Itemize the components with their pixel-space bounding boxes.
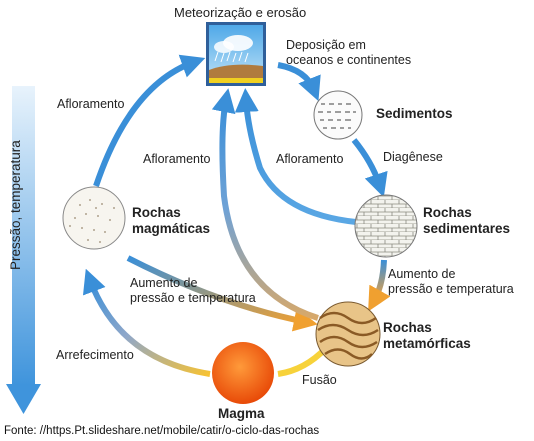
- rochas-sedimentares-image: [354, 194, 418, 258]
- node-rochas-magmaticas-line2: magmáticas: [132, 221, 211, 236]
- label-deposicao-line1: Deposição em: [286, 38, 366, 52]
- rochas-magmaticas-image: [62, 186, 126, 250]
- diagram-title: Meteorização e erosão: [174, 5, 307, 20]
- arrow-afloramento-middle: [211, 88, 319, 321]
- arrow-deposicao: [277, 62, 321, 102]
- arrow-diagenese: [351, 138, 388, 198]
- node-rochas-sedimentares-line1: Rochas: [423, 205, 472, 220]
- label-afloramento-middle: Afloramento: [143, 152, 211, 166]
- node-rochas-metamorficas-line1: Rochas: [383, 320, 432, 335]
- arrow-arrefecimento: [82, 268, 211, 377]
- source-caption: Fonte: //https.Pt.slideshare.net/mobile/…: [4, 425, 320, 437]
- arrow-aumento-right: [368, 259, 391, 312]
- pressure-temperature-arrow: [6, 86, 41, 414]
- label-arrefecimento: Arrefecimento: [56, 348, 134, 362]
- label-aumento-left-line2: pressão e temperatura: [130, 291, 256, 305]
- arrow-fusao: [277, 345, 329, 377]
- node-rochas-sedimentares-line2: sedimentares: [423, 221, 511, 236]
- label-deposicao: Deposição em oceanos e continentes: [286, 38, 411, 68]
- label-afloramento-inner: Afloramento: [276, 152, 344, 166]
- label-aumento-right: Aumento de pressão e temperatura: [388, 267, 514, 297]
- weathering-image: [206, 22, 266, 86]
- label-deposicao-line2: oceanos e continentes: [286, 53, 412, 67]
- label-afloramento-outer: Afloramento: [57, 97, 125, 111]
- label-diagenese: Diagênese: [383, 150, 443, 164]
- arrow-afloramento-inner: [234, 88, 357, 225]
- node-rochas-metamorficas-line2: metamórficas: [383, 336, 471, 351]
- label-aumento-right-line1: Aumento de: [388, 267, 456, 281]
- label-aumento-right-line2: pressão e temperatura: [388, 282, 514, 296]
- label-fusao: Fusão: [302, 373, 337, 387]
- label-aumento-left: Aumento de pressão e temperatura: [130, 276, 256, 306]
- node-rochas-sedimentares: Rochas sedimentares: [423, 205, 510, 237]
- arrow-aumento-left: [126, 255, 318, 332]
- node-rochas-magmaticas: Rochas magmáticas: [132, 205, 210, 237]
- magma-image: [212, 342, 274, 404]
- node-magma: Magma: [218, 406, 265, 421]
- axis-label-pressure-temperature: Pressão, temperatura: [8, 140, 23, 270]
- arrow-afloramento-outer: [93, 54, 206, 187]
- label-aumento-left-line1: Aumento de: [130, 276, 198, 290]
- rochas-metamorficas-image: [315, 301, 381, 367]
- node-sedimentos: Sedimentos: [376, 106, 453, 121]
- node-rochas-metamorficas: Rochas metamórficas: [383, 320, 471, 352]
- node-rochas-magmaticas-line1: Rochas: [132, 205, 181, 220]
- sedimentos-image: [313, 90, 363, 140]
